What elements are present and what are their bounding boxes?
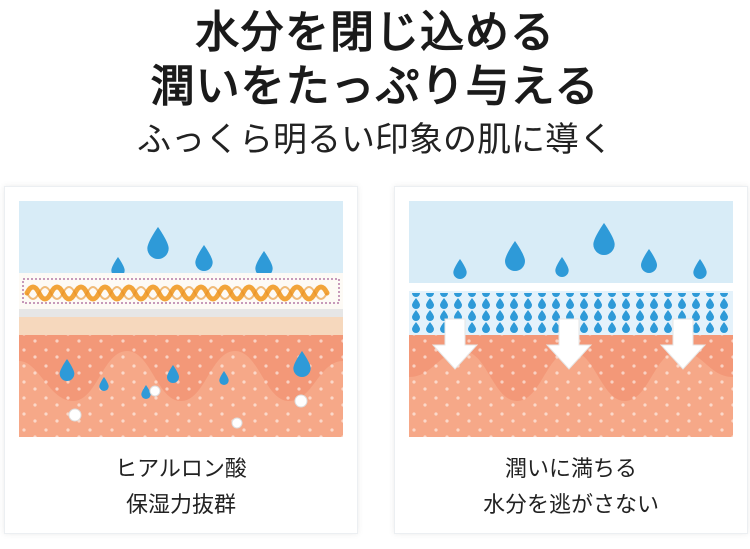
skin-layer-illustration-right bbox=[409, 201, 733, 437]
left-caption-line-1: ヒアルロン酸 bbox=[115, 457, 247, 482]
arrow-down-icon bbox=[431, 318, 479, 370]
epidermis-layer bbox=[19, 317, 343, 335]
hyaluronic-chain bbox=[24, 284, 330, 302]
right-caption-line-2: 水分を逃がさない bbox=[482, 493, 659, 518]
skin-layer-illustration-left bbox=[19, 201, 343, 437]
barrier-line bbox=[409, 283, 733, 291]
right-caption-line-1: 潤いに満ちる bbox=[504, 457, 637, 482]
moisture-retention-panel: 潤いに満ちる 水分を逃がさない bbox=[394, 186, 748, 534]
molecule-band-border bbox=[22, 278, 340, 304]
headline-line-3: ふっくら明るい印象の肌に導く bbox=[137, 120, 613, 160]
arrow-down-icon bbox=[545, 318, 593, 370]
left-caption-line-2: 保湿力抜群 bbox=[125, 493, 236, 518]
dermis-texture bbox=[19, 335, 343, 437]
hyaluronic-acid-panel: ヒアルロン酸 保湿力抜群 bbox=[4, 186, 358, 534]
skin-surface-line bbox=[19, 309, 343, 317]
air-layer bbox=[19, 201, 343, 273]
arrow-down-icon bbox=[659, 318, 707, 370]
headline-line-1: 水分を閉じ込める bbox=[195, 7, 555, 58]
absorption-arrows bbox=[431, 318, 707, 370]
headline-line-2: 潤いをたっぷり与える bbox=[150, 61, 600, 112]
hyaluronic-chain-shadow bbox=[26, 286, 328, 300]
molecules-in-skin bbox=[68, 385, 308, 429]
